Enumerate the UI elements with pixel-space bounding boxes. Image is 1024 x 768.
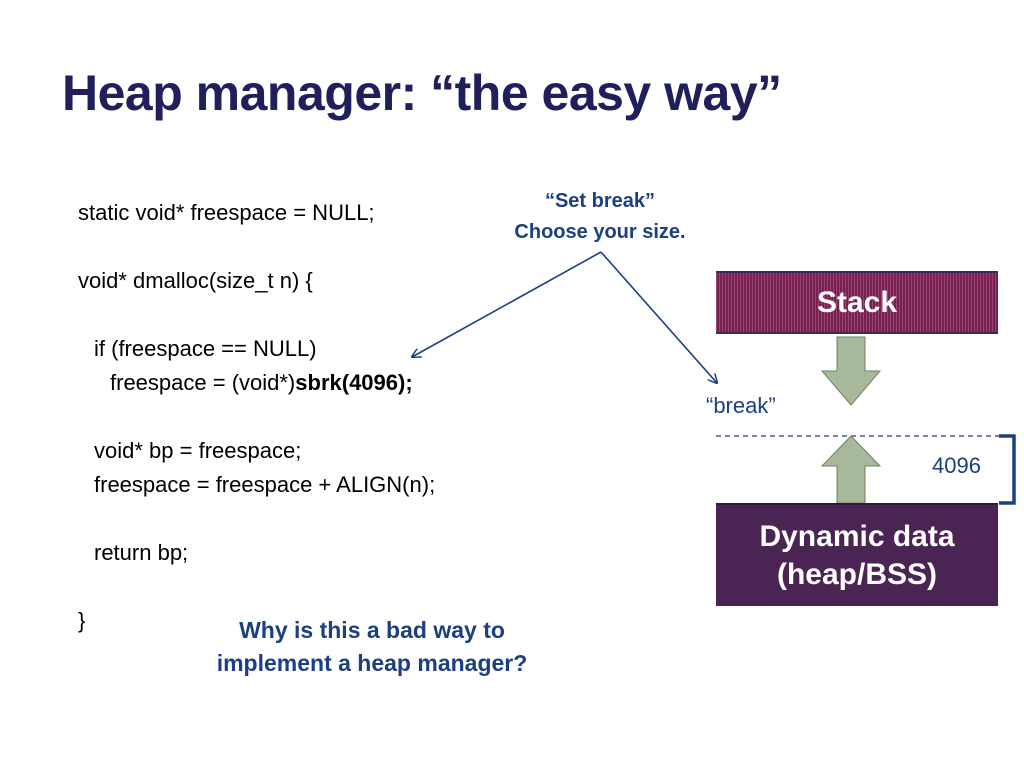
heap-region: Dynamic data (heap/BSS) [716, 503, 998, 606]
code-line-return: return bp; [94, 540, 189, 565]
question-line2: implement a heap manager? [216, 650, 528, 676]
code-line-freespace-advance: freespace = freespace + ALIGN(n); [94, 472, 436, 497]
size-label: 4096 [932, 453, 981, 478]
code-sbrk-prefix: freespace = (void*) [110, 370, 296, 395]
question-line1: Why is this a bad way to [239, 617, 505, 643]
code-line-freespace-decl: static void* freespace = NULL; [78, 200, 375, 225]
heap-label-line1: Dynamic data [759, 519, 955, 553]
discussion-question: Why is this a bad way to implement a hea… [172, 614, 572, 680]
size-bracket [999, 434, 1016, 505]
callout-arrow-to-sbrk [412, 251, 602, 357]
code-block: static void* freespace = NULL; void* dma… [78, 196, 435, 638]
heap-label-line2: (heap/BSS) [776, 557, 938, 591]
code-line-dmalloc-signature: void* dmalloc(size_t n) { [78, 268, 313, 293]
callout-line-choose-size: Choose your size. [514, 221, 686, 243]
code-line-bp-assign: void* bp = freespace; [94, 438, 302, 463]
code-line-if-null: if (freespace == NULL) [94, 336, 317, 361]
break-label: “break” [706, 393, 776, 418]
stack-label: Stack [816, 285, 898, 319]
set-break-callout: “Set break” Choose your size. [470, 186, 730, 248]
heap-up-arrow [820, 435, 882, 504]
code-sbrk-bold: sbrk(4096); [295, 370, 413, 395]
callout-line-set-break: “Set break” [544, 190, 656, 212]
stack-down-arrow [820, 336, 882, 406]
code-line-closing-brace: } [78, 608, 86, 633]
slide-title: Heap manager: “the easy way” [62, 65, 782, 121]
stack-region: Stack [716, 271, 998, 334]
callout-arrow-to-break [600, 251, 717, 383]
code-line-sbrk-call: freespace = (void*)sbrk(4096); [78, 366, 435, 400]
